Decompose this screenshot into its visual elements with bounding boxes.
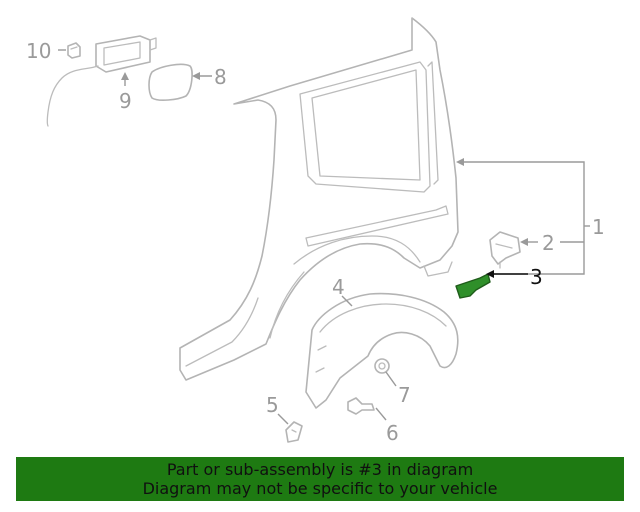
callout-10: 10 bbox=[26, 39, 51, 63]
banner-line-2: Diagram may not be specific to your vehi… bbox=[142, 479, 498, 498]
part-9-filler-housing bbox=[46, 35, 157, 127]
leader-5 bbox=[277, 413, 289, 425]
callout-2: 2 bbox=[542, 231, 555, 255]
arrow-9 bbox=[121, 72, 129, 80]
arrow-3 bbox=[486, 270, 494, 278]
part-7-nut bbox=[374, 358, 390, 374]
callout-8: 8 bbox=[214, 65, 227, 89]
callout-3: 3 bbox=[530, 265, 543, 289]
callout-6: 6 bbox=[386, 421, 399, 445]
banner-line-1: Part or sub-assembly is #3 in diagram bbox=[166, 460, 474, 479]
callout-5: 5 bbox=[266, 393, 279, 417]
callout-7: 7 bbox=[398, 383, 411, 407]
callout-1: 1 bbox=[592, 215, 605, 239]
leader-7 bbox=[385, 371, 397, 387]
part-6-push-pin bbox=[347, 397, 375, 415]
leader-6 bbox=[375, 407, 387, 421]
part-2-bracket bbox=[489, 231, 521, 269]
arrow-8 bbox=[192, 72, 200, 80]
arrow-2 bbox=[520, 238, 528, 246]
parts-diagram: 10 9 8 1 2 3 4 7 6 5 bbox=[26, 17, 605, 445]
callout-9: 9 bbox=[119, 89, 132, 113]
callout-4: 4 bbox=[332, 275, 345, 299]
info-banner: Part or sub-assembly is #3 in diagram Di… bbox=[16, 457, 624, 501]
leader-1-bracket bbox=[458, 161, 585, 275]
arrow-1 bbox=[456, 158, 464, 166]
part-1-quarter-panel bbox=[179, 17, 459, 381]
part-4-wheel-liner bbox=[305, 292, 459, 409]
part-5-clip bbox=[285, 421, 303, 443]
part-8-fuel-door bbox=[148, 63, 193, 101]
leader-4 bbox=[341, 295, 353, 307]
part-10-clip bbox=[67, 42, 81, 59]
part-3-highlighted bbox=[455, 273, 491, 299]
